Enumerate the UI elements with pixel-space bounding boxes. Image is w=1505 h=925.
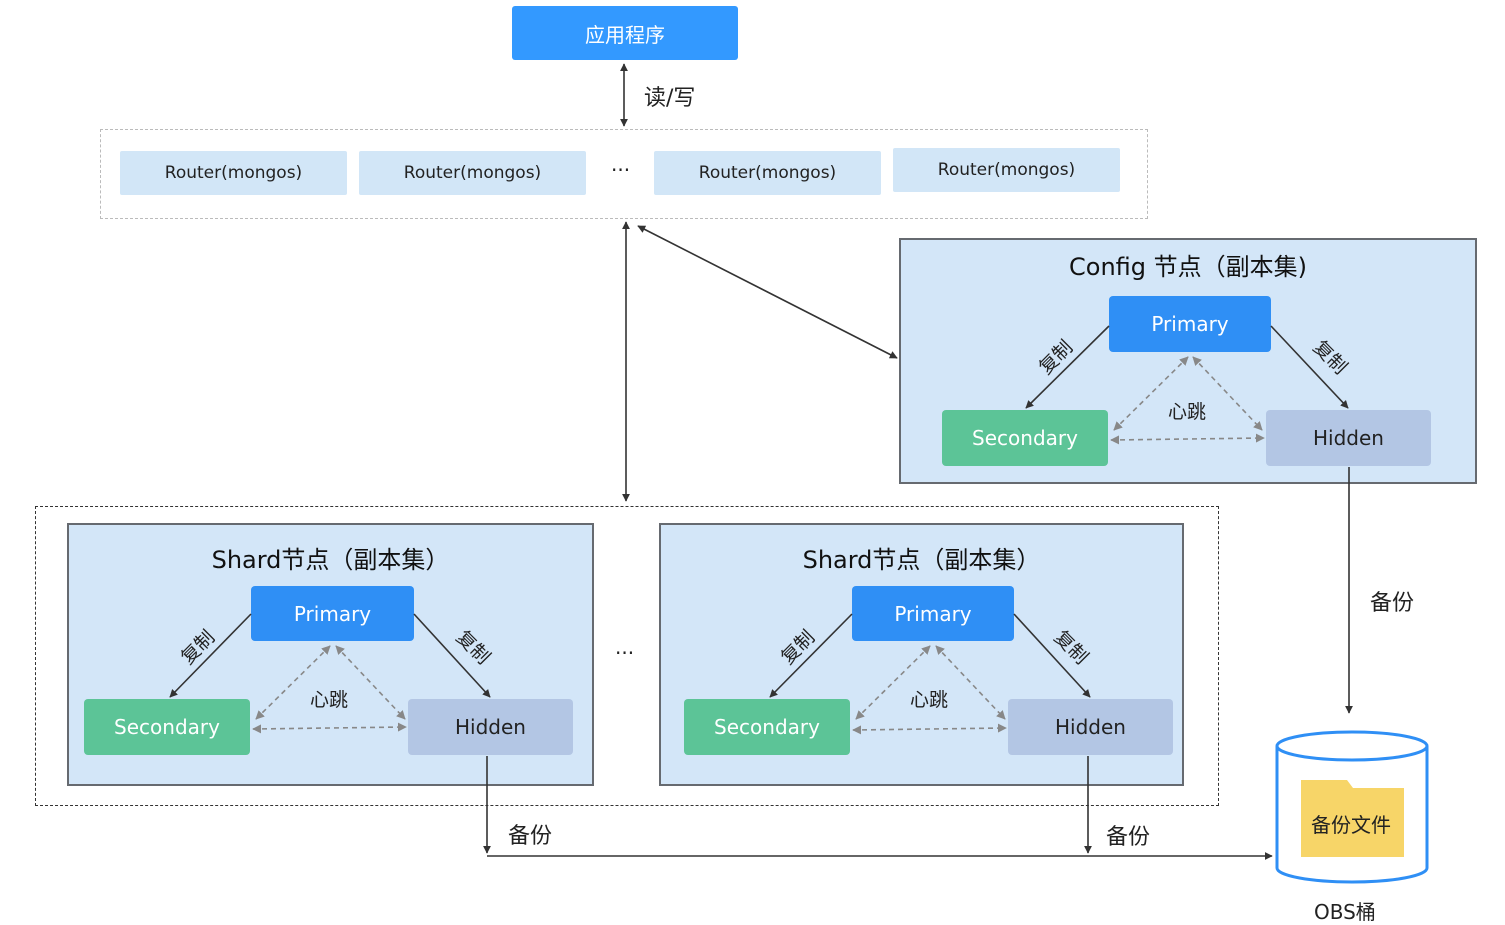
router-2: Router(mongos): [359, 151, 586, 195]
shard-1-heartbeat-left: [255, 645, 331, 720]
shard-1-title: Shard节点（副本集）: [211, 546, 450, 574]
shard-2-hidden-label: Hidden: [1055, 715, 1126, 739]
backup-file-label: 备份文件: [1311, 813, 1391, 837]
shard-2-secondary-node: Secondary: [684, 699, 850, 755]
config-secondary-label: Secondary: [972, 426, 1078, 450]
shard-2-heartbeat-bottom: [852, 723, 1007, 735]
shard-1-replicate-left-arrow: [169, 613, 252, 698]
shard-1-heartbeat-bottom: [252, 722, 407, 734]
config-replicate-right-arrow: [1270, 325, 1349, 409]
app-label: 应用程序: [585, 22, 665, 47]
router-config-arrow: [637, 225, 898, 359]
router-3-label: Router(mongos): [698, 163, 837, 183]
shard-1-replicate-right-arrow: [413, 613, 491, 698]
config-replicate-left-arrow: [1025, 325, 1110, 409]
config-secondary-node: Secondary: [942, 410, 1108, 466]
shard-2-title: Shard节点（副本集）: [802, 546, 1041, 574]
shard-2-secondary-label: Secondary: [714, 715, 820, 739]
shard-2-primary-node: Primary: [852, 586, 1014, 641]
router-group: [100, 129, 1148, 219]
router-4-label: Router(mongos): [937, 160, 1076, 180]
shard-1-secondary-node: Secondary: [84, 699, 250, 755]
router-4: Router(mongos): [893, 148, 1120, 192]
config-hidden-label: Hidden: [1313, 426, 1384, 450]
shard-1-primary-label: Primary: [293, 601, 372, 626]
backup-label-shard-2: 备份: [1106, 825, 1151, 850]
shard-2-heartbeat-right: [935, 645, 1006, 720]
backup-label-shard-1: 备份: [508, 824, 553, 849]
router-1-label: Router(mongos): [164, 163, 303, 183]
obs-bucket-label: OBS桶: [1314, 900, 1376, 924]
shard-2-primary-label: Primary: [894, 601, 972, 626]
folder-icon: [1301, 780, 1404, 857]
shard-1-secondary-label: Secondary: [114, 715, 220, 739]
shard-1-hidden-node: Hidden: [408, 699, 573, 755]
shard-2-replicate-right-arrow: [1013, 613, 1091, 698]
shard-2-heartbeat-left: [855, 645, 931, 720]
router-2-label: Router(mongos): [403, 163, 542, 183]
config-hidden-node: Hidden: [1266, 410, 1431, 466]
config-title: Config 节点（副本集): [1069, 253, 1307, 281]
shard-1-heartbeat-right: [335, 645, 406, 720]
config-primary-label: Primary: [1151, 312, 1229, 336]
config-heartbeat-left: [1113, 356, 1189, 431]
shard-ellipsis: ···: [615, 641, 635, 665]
router-1: Router(mongos): [120, 151, 347, 195]
shard-1-hidden-label: Hidden: [455, 715, 526, 739]
config-heartbeat-bottom: [1110, 433, 1265, 445]
shard-1-primary-node: Primary: [251, 586, 414, 641]
router-3: Router(mongos): [654, 151, 881, 195]
shard-2-hidden-node: Hidden: [1008, 699, 1173, 755]
config-primary-node: Primary: [1109, 296, 1271, 352]
config-heartbeat-right: [1192, 356, 1263, 431]
shard-2-replicate-left-arrow: [769, 613, 853, 698]
backup-label-config: 备份: [1370, 591, 1415, 616]
read-write-label: 读/写: [644, 86, 696, 111]
app-box: 应用程序: [512, 6, 738, 60]
router-ellipsis: ···: [611, 158, 631, 182]
shard-group: [35, 506, 1219, 806]
